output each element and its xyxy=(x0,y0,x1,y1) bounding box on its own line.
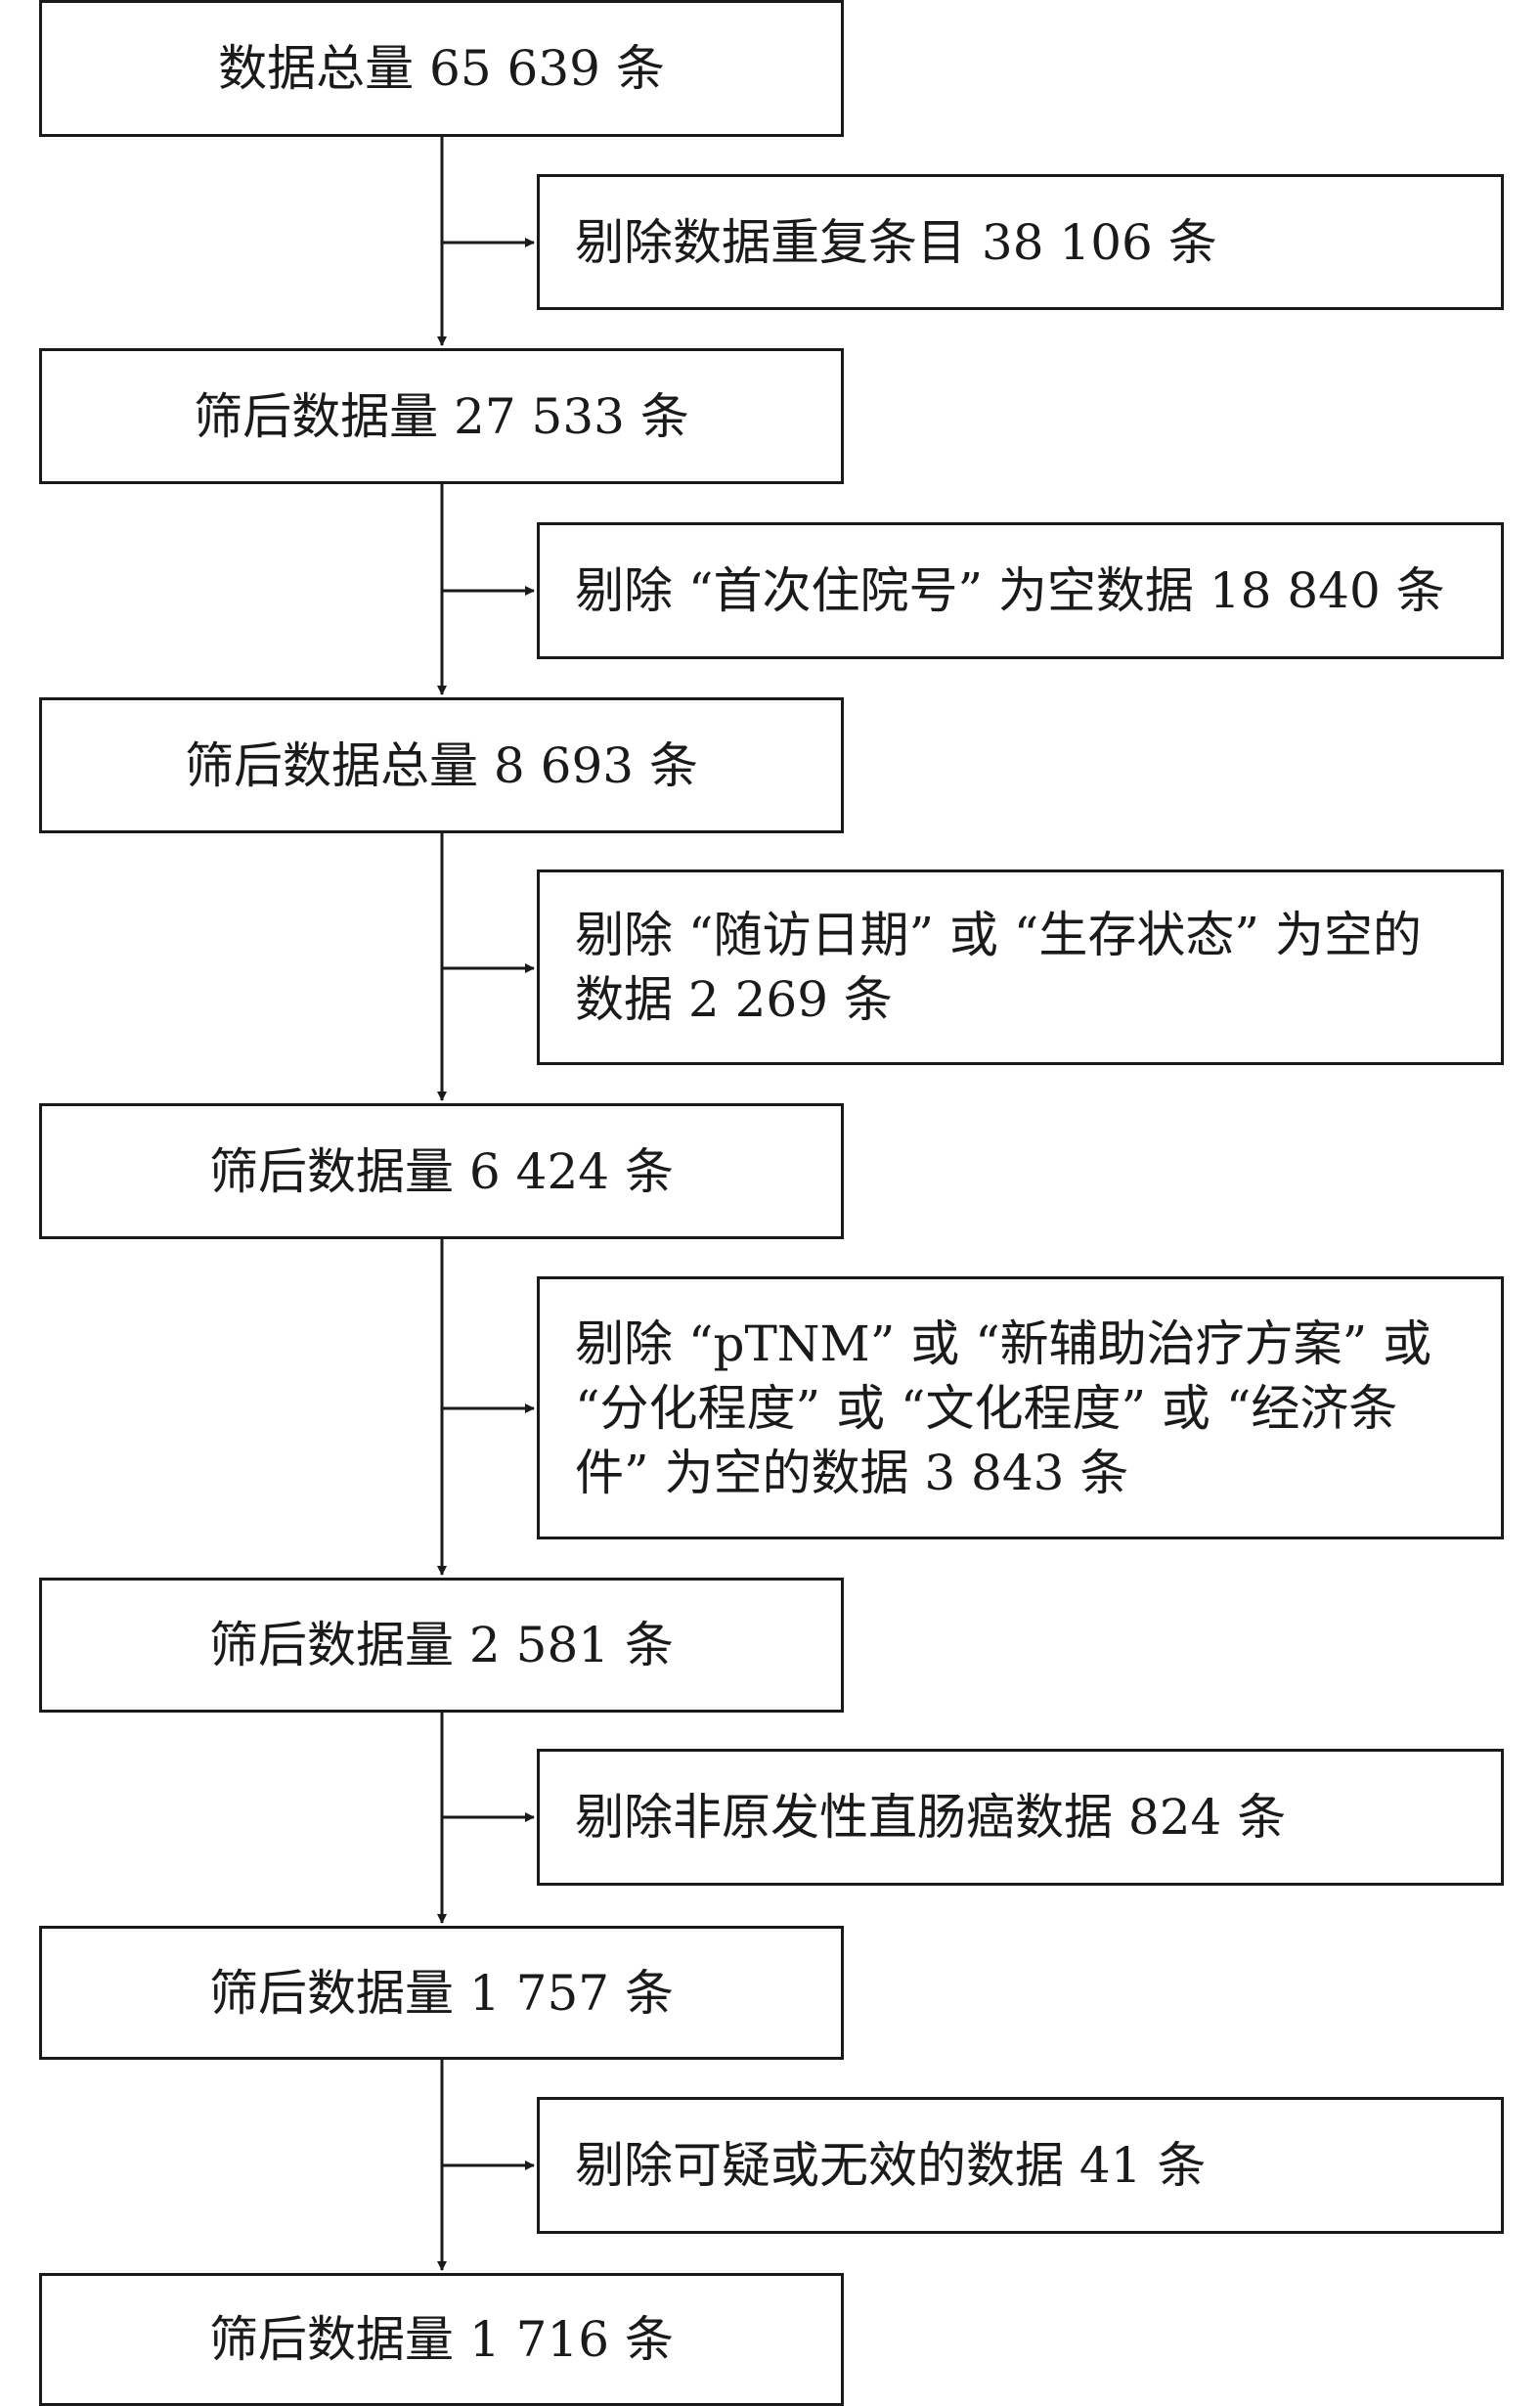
exclusion-label-3: 剔除 “随访日期” 或 “生存状态” 为空的 数据 2 269 条 xyxy=(575,907,1422,1028)
filtered-data-box-3: 筛后数据量 6 424 条 xyxy=(39,1103,844,1239)
exclusion-box-4: 剔除 “pTNM” 或 “新辅助治疗方案” 或 “分化程度” 或 “文化程度” … xyxy=(537,1276,1504,1539)
exclusion-box-3: 剔除 “随访日期” 或 “生存状态” 为空的 数据 2 269 条 xyxy=(537,869,1504,1065)
filtered-data-label-3: 筛后数据量 6 424 条 xyxy=(209,1142,674,1200)
exclusion-label-4: 剔除 “pTNM” 或 “新辅助治疗方案” 或 “分化程度” 或 “文化程度” … xyxy=(575,1314,1432,1501)
total-data-box: 数据总量 65 639 条 xyxy=(39,0,844,137)
filtered-data-box-6: 筛后数据量 1 716 条 xyxy=(39,2273,844,2406)
exclusion-label-1: 剔除数据重复条目 38 106 条 xyxy=(575,213,1217,271)
filtered-data-label-1: 筛后数据量 27 533 条 xyxy=(194,387,689,445)
filtered-data-box-2: 筛后数据总量 8 693 条 xyxy=(39,697,844,833)
exclusion-label-2: 剔除 “首次住院号” 为空数据 18 840 条 xyxy=(575,562,1445,619)
exclusion-box-1: 剔除数据重复条目 38 106 条 xyxy=(537,174,1504,310)
total-data-label: 数据总量 65 639 条 xyxy=(218,40,665,97)
exclusion-box-5: 剔除非原发性直肠癌数据 824 条 xyxy=(537,1749,1504,1886)
filtered-data-label-4: 筛后数据量 2 581 条 xyxy=(209,1617,674,1673)
exclusion-label-5: 剔除非原发性直肠癌数据 824 条 xyxy=(575,1789,1287,1846)
filtered-data-box-4: 筛后数据量 2 581 条 xyxy=(39,1578,844,1713)
filtered-data-label-6: 筛后数据量 1 716 条 xyxy=(209,2311,674,2368)
filtered-data-label-5: 筛后数据量 1 757 条 xyxy=(209,1964,674,2022)
filtered-data-box-1: 筛后数据量 27 533 条 xyxy=(39,348,844,484)
exclusion-box-6: 剔除可疑或无效的数据 41 条 xyxy=(537,2097,1504,2234)
exclusion-label-6: 剔除可疑或无效的数据 41 条 xyxy=(575,2137,1207,2194)
filtered-data-box-5: 筛后数据量 1 757 条 xyxy=(39,1926,844,2060)
exclusion-box-2: 剔除 “首次住院号” 为空数据 18 840 条 xyxy=(537,522,1504,659)
filtered-data-label-2: 筛后数据总量 8 693 条 xyxy=(185,736,698,794)
